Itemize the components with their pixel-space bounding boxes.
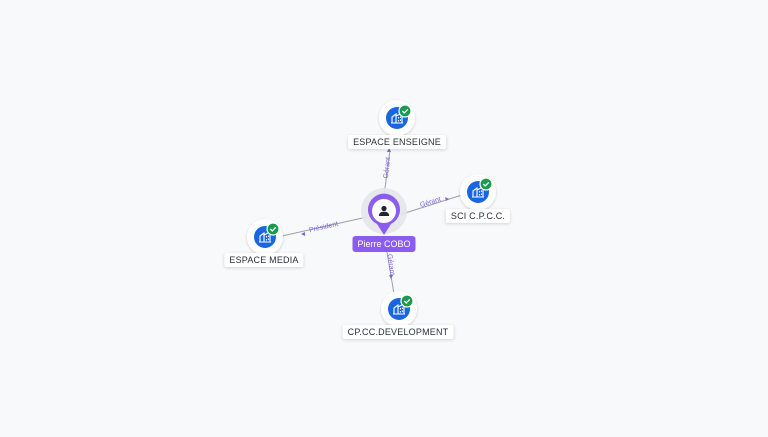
person-node[interactable]: [361, 188, 407, 235]
check-icon: [398, 104, 412, 118]
company-node-espace-media[interactable]: [247, 219, 283, 255]
edge-label-cpcc-development: Gérant: [386, 254, 396, 276]
edge-label-espace-media: Président: [308, 221, 338, 234]
user-icon: [378, 205, 390, 216]
arrow-espace-media: [301, 232, 305, 236]
edge-label-espace-enseigne: Gérant: [383, 157, 392, 179]
arrow-cpcc-development: [389, 275, 393, 279]
edge-cpcc-development: [386, 251, 395, 295]
company-node-espace-enseigne[interactable]: [379, 100, 415, 136]
person-name-label[interactable]: Pierre COBO: [352, 236, 416, 252]
company-node-cpcc-development[interactable]: [381, 291, 417, 327]
company-label-sci-cpcc[interactable]: SCI C.P.C.C.: [445, 209, 511, 223]
company-label-espace-enseigne[interactable]: ESPACE ENSEIGNE: [348, 135, 446, 149]
check-icon: [479, 177, 493, 191]
company-label-espace-media[interactable]: ESPACE MEDIA: [224, 253, 304, 267]
edge-sci-cpcc: [401, 194, 463, 215]
check-icon: [400, 294, 414, 308]
arrow-espace-enseigne: [387, 148, 391, 152]
check-icon: [266, 222, 280, 236]
edge-espace-media: [281, 216, 368, 237]
edge-label-sci-cpcc: Gérant: [419, 196, 442, 209]
company-node-sci-cpcc[interactable]: [460, 174, 496, 210]
company-label-cpcc-development[interactable]: CP.CC.DEVELOPMENT: [342, 325, 454, 339]
arrow-sci-cpcc: [445, 197, 449, 201]
